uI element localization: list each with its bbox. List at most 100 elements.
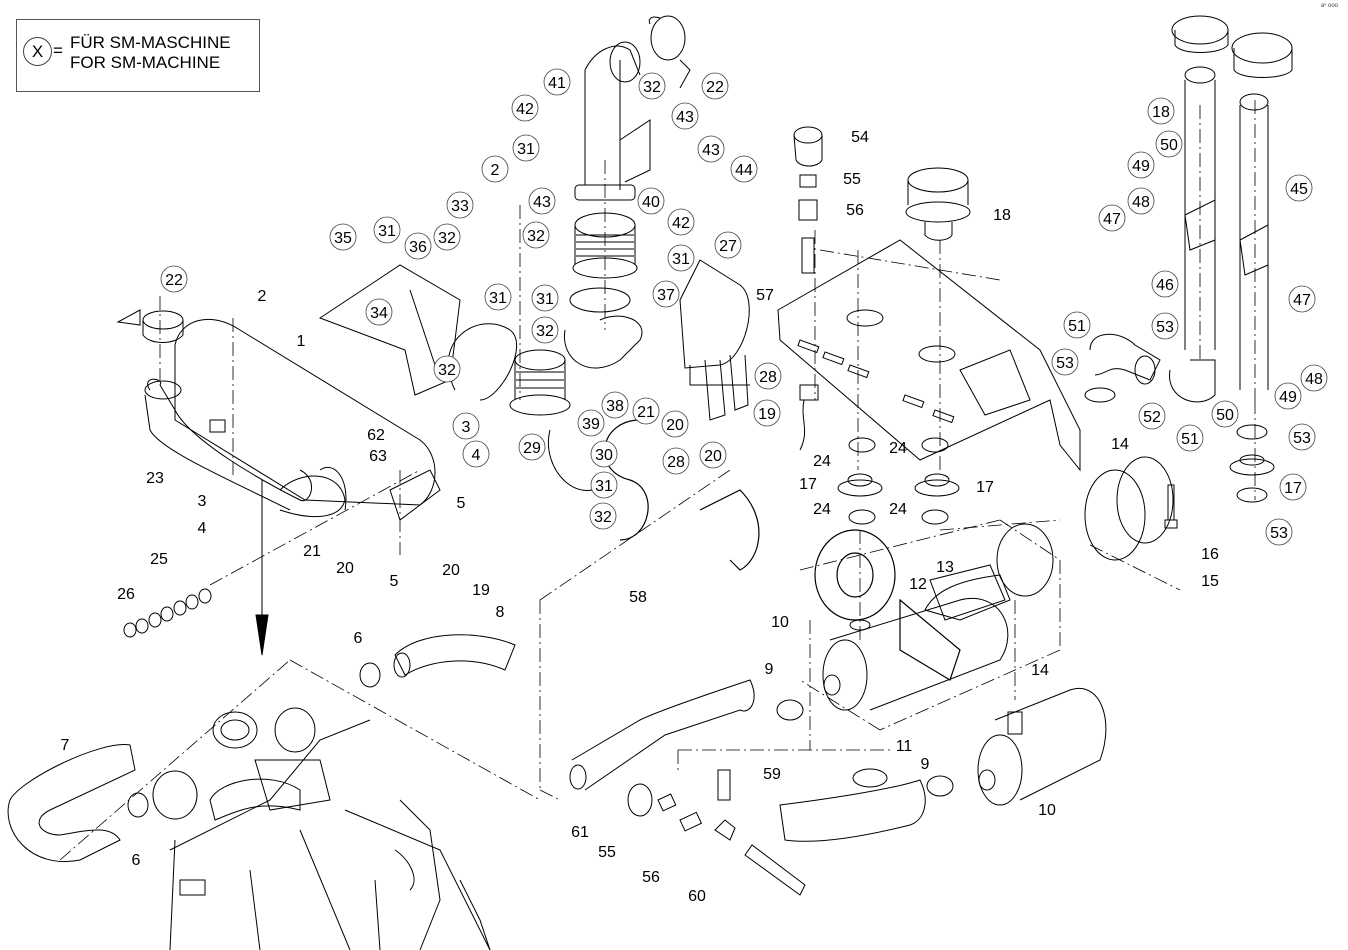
callout-number: 49 [1279, 389, 1297, 406]
callout-circle [667, 208, 695, 236]
callout-circle [1155, 130, 1183, 158]
part-callout-50: 50 [1211, 400, 1239, 428]
part-callout-24: 24 [889, 501, 907, 518]
callout-number: 2 [491, 162, 500, 179]
part-callout-10: 10 [1038, 802, 1056, 819]
part-callout-63: 63 [369, 448, 387, 465]
callout-circle [531, 316, 559, 344]
callout-circle [754, 362, 782, 390]
part-callout-43: 43 [671, 102, 699, 130]
part-callout-20: 20 [336, 560, 354, 577]
callout-number: 35 [334, 230, 352, 247]
callout-number: 3 [462, 419, 471, 436]
callout-circle [632, 397, 660, 425]
part-callout-3: 3 [198, 493, 207, 510]
callout-circle [1300, 364, 1328, 392]
part-callout-32: 32 [531, 316, 559, 344]
hose-clamps-24 [848, 437, 949, 525]
part-callout-27: 27 [714, 231, 742, 259]
callout-number: 36 [409, 239, 427, 256]
part-callout-56: 56 [642, 869, 660, 886]
callout-circle [1176, 424, 1204, 452]
callout-number: 34 [370, 305, 388, 322]
part-callout-13: 13 [936, 559, 954, 576]
part-callout-34: 34 [365, 298, 393, 326]
callout-number: 43 [676, 109, 694, 126]
callout-number: 49 [1132, 158, 1150, 175]
callout-circle [1138, 402, 1166, 430]
callout-number: 48 [1132, 194, 1150, 211]
part-callout-1: 1 [297, 333, 306, 350]
callout-circle [512, 134, 540, 162]
callout-number: 31 [595, 478, 613, 495]
callout-circle [1211, 400, 1239, 428]
callout-number: 32 [536, 323, 554, 340]
part-callout-36: 36 [404, 232, 432, 260]
rain-cap-part-22-left [116, 309, 184, 343]
part-callout-31: 31 [484, 283, 512, 311]
callout-circle [1151, 312, 1179, 340]
part-callout-32: 32 [589, 502, 617, 530]
part-callout-19: 19 [472, 582, 490, 599]
part-callout-18: 18 [1147, 97, 1175, 125]
part-callout-9: 9 [921, 756, 930, 773]
callout-number: 21 [637, 404, 655, 421]
part-callout-39: 39 [577, 409, 605, 437]
watermark-outline [603, 419, 961, 681]
part-callout-37: 37 [652, 280, 680, 308]
part-callout-40: 40 [637, 187, 665, 215]
part-callout-32: 32 [638, 72, 666, 100]
part-callout-55: 55 [843, 171, 861, 188]
part-callout-53: 53 [1265, 518, 1293, 546]
part-callout-53: 53 [1151, 312, 1179, 340]
callout-number: 51 [1181, 431, 1199, 448]
hose-loop-3 [447, 323, 517, 401]
callout-circle [697, 135, 725, 163]
part-callout-20: 20 [699, 441, 727, 469]
part-callout-23: 23 [146, 470, 164, 487]
exhaust-elbow-part-41 [574, 41, 651, 201]
part-callout-26: 26 [117, 586, 135, 603]
silencer-body-part-1 [144, 318, 441, 521]
part-callout-31: 31 [531, 284, 559, 312]
callout-number: 17 [1284, 480, 1302, 497]
part-callout-41: 41 [543, 68, 571, 96]
callout-number: 32 [438, 362, 456, 379]
part-callout-2: 2 [481, 155, 509, 183]
part-callout-22: 22 [160, 265, 188, 293]
part-callout-19: 19 [753, 399, 781, 427]
air-cleaner-part-10-lower [977, 687, 1107, 806]
callout-number: 42 [672, 215, 690, 232]
part-callout-52: 52 [1138, 402, 1166, 430]
callout-number: 4 [472, 447, 481, 464]
callout-number: 33 [451, 198, 469, 215]
part-callout-15: 15 [1201, 573, 1219, 590]
part-callout-25: 25 [150, 551, 168, 568]
part-callout-44: 44 [730, 155, 758, 183]
callout-circle [590, 471, 618, 499]
callout-circle [1127, 187, 1155, 215]
callout-circle [462, 440, 490, 468]
callout-circle [753, 399, 781, 427]
callout-number: 46 [1156, 277, 1174, 294]
callout-number: 32 [594, 509, 612, 526]
callout-number: 51 [1068, 318, 1086, 335]
callout-circle [1279, 473, 1307, 501]
part-callout-55: 55 [598, 844, 616, 861]
callout-circle [160, 265, 188, 293]
part-callout-51: 51 [1176, 424, 1204, 452]
part-callout-28: 28 [754, 362, 782, 390]
part-callout-14: 14 [1031, 662, 1049, 679]
part-callout-57: 57 [756, 287, 774, 304]
callout-number: 53 [1270, 525, 1288, 542]
part-callout-9: 9 [765, 661, 774, 678]
part-callout-17: 17 [1279, 473, 1307, 501]
callout-number: 44 [735, 162, 753, 179]
callout-circle [667, 244, 695, 272]
part-callout-32: 32 [522, 221, 550, 249]
callout-circle [661, 410, 689, 438]
part-callout-5: 5 [457, 495, 466, 512]
callout-number: 22 [165, 272, 183, 289]
part-callout-53: 53 [1051, 348, 1079, 376]
callout-number: 32 [527, 228, 545, 245]
